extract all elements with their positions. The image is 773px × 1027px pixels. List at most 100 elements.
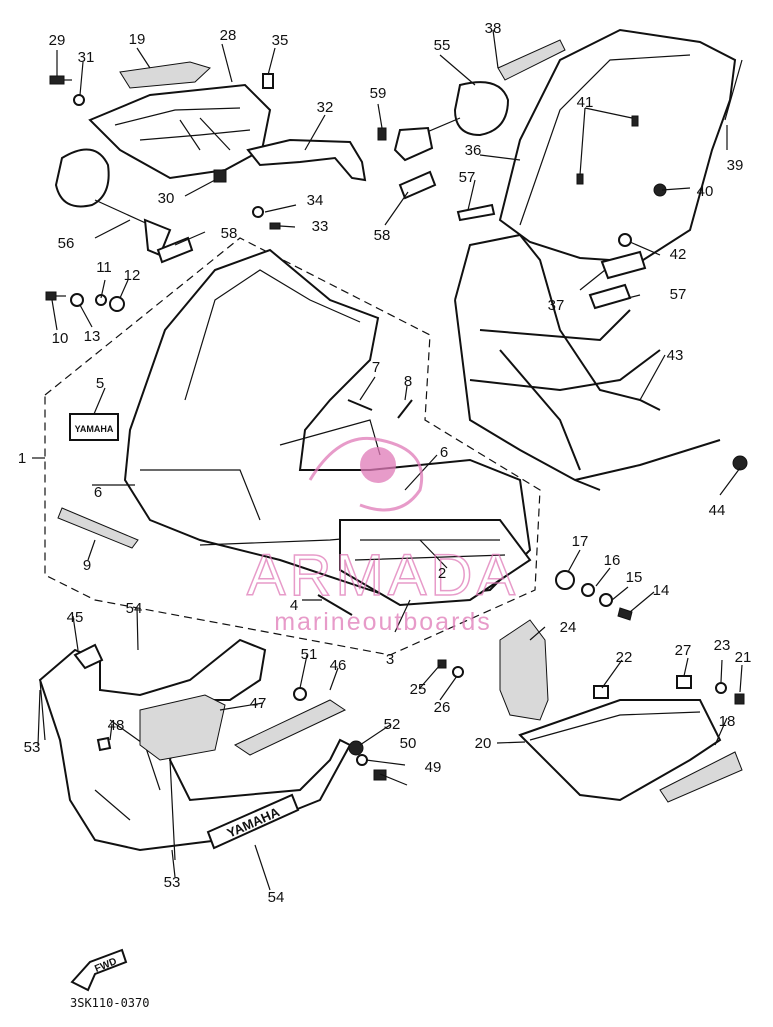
- rod-7: [347, 399, 373, 411]
- part-label-5: 5: [96, 375, 104, 392]
- mirror-56: [54, 148, 172, 257]
- collar-16: [581, 583, 595, 597]
- part-label-37: 37: [548, 297, 565, 314]
- part-label-31: 31: [78, 49, 95, 66]
- damper-27: [676, 675, 692, 689]
- part-label-55: 55: [434, 37, 451, 54]
- part-label-50: 50: [400, 735, 417, 752]
- cowling-stay-43: [454, 233, 721, 491]
- bolt-29: [49, 75, 72, 85]
- damper-22: [593, 685, 609, 699]
- bracket-32: [246, 138, 367, 182]
- screws-41: [576, 115, 639, 185]
- rail-46: [233, 699, 347, 756]
- grommet-17: [555, 570, 575, 590]
- part-label-27: 27: [675, 642, 692, 659]
- fwd-arrow: FWD: [70, 948, 128, 992]
- clip-4: [317, 594, 353, 616]
- seal-9: [57, 507, 139, 549]
- part-label-4: 4: [290, 597, 298, 614]
- part-label-57-2: 57: [670, 286, 687, 303]
- cover-19: [119, 61, 211, 89]
- part-label-54-2: 54: [268, 889, 285, 906]
- bolt-21: [734, 693, 745, 705]
- part-label-41: 41: [577, 94, 594, 111]
- meter-panel-cover: [88, 83, 272, 180]
- grommet-30: [213, 169, 227, 183]
- trim-39: [724, 59, 743, 121]
- part-label-32: 32: [317, 99, 334, 116]
- part-label-24: 24: [560, 619, 577, 636]
- part-label-42: 42: [670, 246, 687, 263]
- part-label-34: 34: [307, 192, 324, 209]
- watermark-brand: ARMADA: [247, 543, 519, 608]
- washer-50: [356, 754, 368, 766]
- washer-13: [70, 293, 84, 307]
- bolt-14: [617, 607, 633, 621]
- part-label-46: 46: [330, 657, 347, 674]
- part-label-40: 40: [697, 183, 714, 200]
- seal-45: [73, 643, 104, 670]
- part-label-11: 11: [96, 259, 112, 276]
- screw-10: [45, 291, 66, 301]
- duct-2: [339, 519, 532, 607]
- drawing-code: 3SK110-0370: [70, 996, 149, 1010]
- windscreen-36: [498, 28, 737, 264]
- part-label-45: 45: [67, 609, 84, 626]
- part-label-12: 12: [124, 267, 141, 284]
- nut-42: [618, 233, 632, 247]
- screw-33: [269, 222, 281, 230]
- part-label-30: 30: [158, 190, 175, 207]
- upper-cowling-group-outline: [44, 237, 541, 656]
- part-label-43: 43: [667, 347, 684, 364]
- part-label-44: 44: [709, 502, 726, 519]
- collar-52: [348, 740, 364, 756]
- part-label-51: 51: [301, 646, 318, 663]
- grommet-48: [96, 736, 112, 752]
- seal-53: [39, 679, 176, 861]
- stay-47: [139, 694, 226, 761]
- part-label-1: 1: [18, 450, 26, 467]
- part-label-35: 35: [272, 32, 289, 49]
- strip-38: [497, 39, 566, 81]
- part-label-17: 17: [572, 533, 589, 550]
- part-label-8: 8: [404, 373, 412, 390]
- pad-58-right: [398, 170, 437, 200]
- part-label-53-2: 53: [164, 874, 181, 891]
- part-label-9: 9: [83, 557, 91, 574]
- part-label-49: 49: [425, 759, 442, 776]
- collar-11: [95, 294, 107, 306]
- rod-8: [397, 399, 413, 419]
- washer-15: [599, 593, 613, 607]
- part-label-6-2: 6: [440, 444, 448, 461]
- washer-23: [715, 682, 727, 694]
- part-label-26: 26: [434, 699, 451, 716]
- part-label-48: 48: [108, 717, 125, 734]
- watermark-subtitle: marineoutboards: [274, 608, 492, 636]
- part-label-13: 13: [84, 328, 101, 345]
- part-label-18: 18: [719, 713, 736, 730]
- pad-58-left: [156, 236, 194, 264]
- part-label-36: 36: [465, 142, 482, 159]
- part-label-57: 57: [459, 169, 476, 186]
- inner-duct-24: [499, 619, 549, 721]
- trim-18: [659, 751, 743, 803]
- damper-51: [293, 687, 307, 701]
- part-label-52: 52: [384, 716, 401, 733]
- part-label-20: 20: [475, 735, 492, 752]
- under-cowling-20: [518, 699, 722, 802]
- part-label-58: 58: [374, 227, 391, 244]
- screw-25: [437, 659, 447, 669]
- leader-lines: [37, 29, 743, 891]
- part-label-15: 15: [626, 569, 643, 586]
- part-label-25: 25: [410, 681, 427, 698]
- washer-34: [252, 206, 264, 218]
- clip-35: [262, 73, 274, 89]
- washer-31: [73, 94, 85, 106]
- watermark: ARMADA marineoutboards: [246, 436, 519, 636]
- part-label-38: 38: [485, 20, 502, 37]
- part-label-2: 2: [438, 565, 446, 582]
- emblem-5-text: YAMAHA: [75, 424, 114, 434]
